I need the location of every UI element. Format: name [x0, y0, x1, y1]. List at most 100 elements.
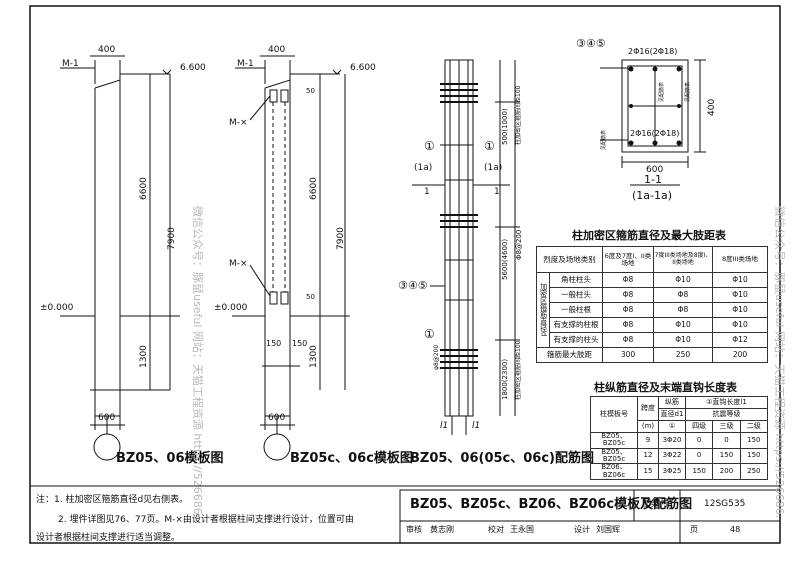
t1-cell: Φ10 — [712, 272, 768, 288]
t1-cell: Φ8 — [653, 287, 713, 303]
t1-cell: Φ8 — [602, 317, 654, 333]
t1-cell: Φ10 — [712, 287, 768, 303]
embed-label-x2: M-× — [229, 259, 248, 269]
top-bars: 2Φ16(2Φ18) — [628, 47, 678, 56]
t2-cell: 0 — [684, 432, 714, 449]
t2-head-2b: 直径d1 — [658, 408, 686, 421]
t2-head-s2: 二级 — [739, 420, 769, 433]
hook-l1-right: l1 — [472, 421, 481, 431]
t1-cell: Φ10 — [653, 272, 713, 288]
t1-row-label: 一般柱头 — [549, 287, 603, 303]
t2-cell: 250 — [739, 463, 769, 481]
t2-head-2c: ① — [658, 420, 686, 433]
dim-lower: 1300 — [139, 345, 149, 368]
section-callout: ③④⑤ — [576, 37, 606, 50]
section-num-right: 1 — [494, 187, 500, 197]
t1-row-label: 箍筋最大肢距 — [536, 347, 603, 363]
hook-l1-left: l1 — [440, 421, 449, 431]
t1-head-0: 烈度及场地类别 — [536, 246, 603, 273]
label-stirrup: φ8@200 — [433, 344, 440, 370]
dim-width-bottom: 600 — [268, 413, 286, 423]
dim-total: 7900 — [336, 227, 346, 250]
t1-row-label: 有支撑的柱头 — [549, 332, 603, 348]
dim-50-a: 50 — [306, 87, 315, 95]
table1-title: 柱加密区箍筋直径及最大肢距表 — [572, 229, 726, 242]
elev-zero: ±0.000 — [214, 303, 248, 313]
dim-upper: 6600 — [139, 177, 149, 200]
review-label: 审核 — [406, 525, 422, 534]
section-height: 400 — [707, 98, 717, 116]
review-name: 黄志刚 — [430, 525, 454, 534]
embed-label: M-1 — [62, 59, 79, 69]
dim-50-b: 50 — [306, 293, 315, 301]
t1-cell: Φ8 — [653, 302, 713, 318]
side-note-1: 见配筋表 — [601, 129, 607, 150]
t1-cell: 250 — [653, 347, 713, 363]
section-mark-right: (1a) — [484, 163, 503, 173]
t1-cell: Φ8 — [602, 302, 654, 318]
t2-cell: 150 — [739, 432, 769, 449]
dim-width-top: 400 — [98, 45, 116, 55]
stirrup-table: 烈度及场地类别 6度及7度I、II类场地 7度III类场地及8度I、II类场地 … — [536, 246, 768, 363]
label-mid-zone: Φ8@200 — [515, 229, 523, 260]
t2-head-1b: (m) — [637, 420, 659, 433]
t2-head-0: 柱模板号 — [590, 396, 638, 433]
t1-row-label: 有支撑的柱根 — [549, 317, 603, 333]
t2-cell: 150 — [739, 447, 769, 465]
label-bottom-zone: 柱加密区箍筋间距100 — [515, 340, 522, 400]
elev-zero: ±0.000 — [40, 303, 74, 313]
callout-1-right: ① — [484, 139, 495, 153]
bottom-bars: 2Φ16(2Φ18) — [630, 129, 680, 138]
embed-label-x1: M-× — [229, 118, 248, 128]
t1-row-label: 角柱柱头 — [549, 272, 603, 288]
t2-cell: 3Φ20 — [658, 432, 686, 449]
callout-1-left: ① — [424, 139, 435, 153]
t2-cell: BZ05、BZ05c — [590, 432, 638, 449]
dim-150-b: 150 — [292, 339, 308, 348]
titleblock-title: BZ05、BZ05c、BZ06、BZ06c模板及配筋图 — [410, 497, 693, 512]
t2-cell: 150 — [684, 463, 714, 481]
section-width: 600 — [646, 165, 664, 175]
t2-head-s4: 四级 — [684, 420, 714, 433]
t1-head-2: 7度III类场地及8度I、II类场地 — [653, 246, 713, 273]
t2-head-3b: 抗震等级 — [685, 408, 768, 421]
t1-cell: 300 — [602, 347, 654, 363]
t1-head-1: 6度及7度I、II类场地 — [602, 246, 654, 273]
dim-bottom-zone: 1800(2300) — [501, 358, 509, 400]
section-mark-left: (1a) — [414, 163, 433, 173]
t2-cell: BZ05、BZ05c — [590, 447, 638, 465]
t2-cell: 150 — [712, 447, 741, 465]
table2-title: 柱纵筋直径及末端直钩长度表 — [594, 381, 737, 394]
rebar-length-table: 柱模板号 跨度 纵筋 ①直钩长度l1 直径d1 抗震等级 (m) ① 四级 三级… — [590, 396, 769, 481]
caption-bz05c: BZ05c、06c模板图 — [290, 451, 413, 466]
t2-cell: BZ06、BZ06c — [590, 463, 638, 481]
section-num-left: 1 — [424, 187, 430, 197]
t2-head-3: ①直钩长度l1 — [685, 396, 768, 409]
dim-150-a: 150 — [266, 339, 282, 348]
t2-head-2a: 纵筋 — [658, 396, 686, 409]
note-2: 2. 埋件详图见76、77页。M-×由设计者根据柱间支撑进行设计，位置可由 — [58, 515, 354, 525]
t2-cell: 0 — [712, 432, 741, 449]
section-title: 1-1 — [644, 173, 662, 186]
t1-cell: Φ8 — [602, 332, 654, 348]
t2-cell: 12 — [637, 447, 659, 465]
section-subtitle: (1a-1a) — [632, 189, 673, 202]
t1-cell: Φ8 — [602, 272, 654, 288]
t1-cell: Φ10 — [653, 332, 713, 348]
t1-cell: Φ10 — [653, 317, 713, 333]
design-label: 设计 — [574, 525, 590, 534]
side-note-3: 见配筋表 — [685, 81, 691, 102]
t1-head-3: 8度III类场地 — [712, 246, 768, 273]
dim-total: 7900 — [167, 227, 177, 250]
t1-cell: Φ8 — [602, 287, 654, 303]
page-label: 页 — [690, 525, 698, 534]
check-name: 王永国 — [510, 525, 534, 534]
dim-top-zone: 500(1000) — [501, 108, 509, 145]
page-number: 48 — [730, 525, 741, 534]
t1-row-label: 一般柱根 — [549, 302, 603, 318]
caption-bz05: BZ05、06模板图 — [116, 451, 224, 466]
t1-cell: 200 — [712, 347, 768, 363]
callout-345: ③④⑤ — [398, 279, 428, 292]
